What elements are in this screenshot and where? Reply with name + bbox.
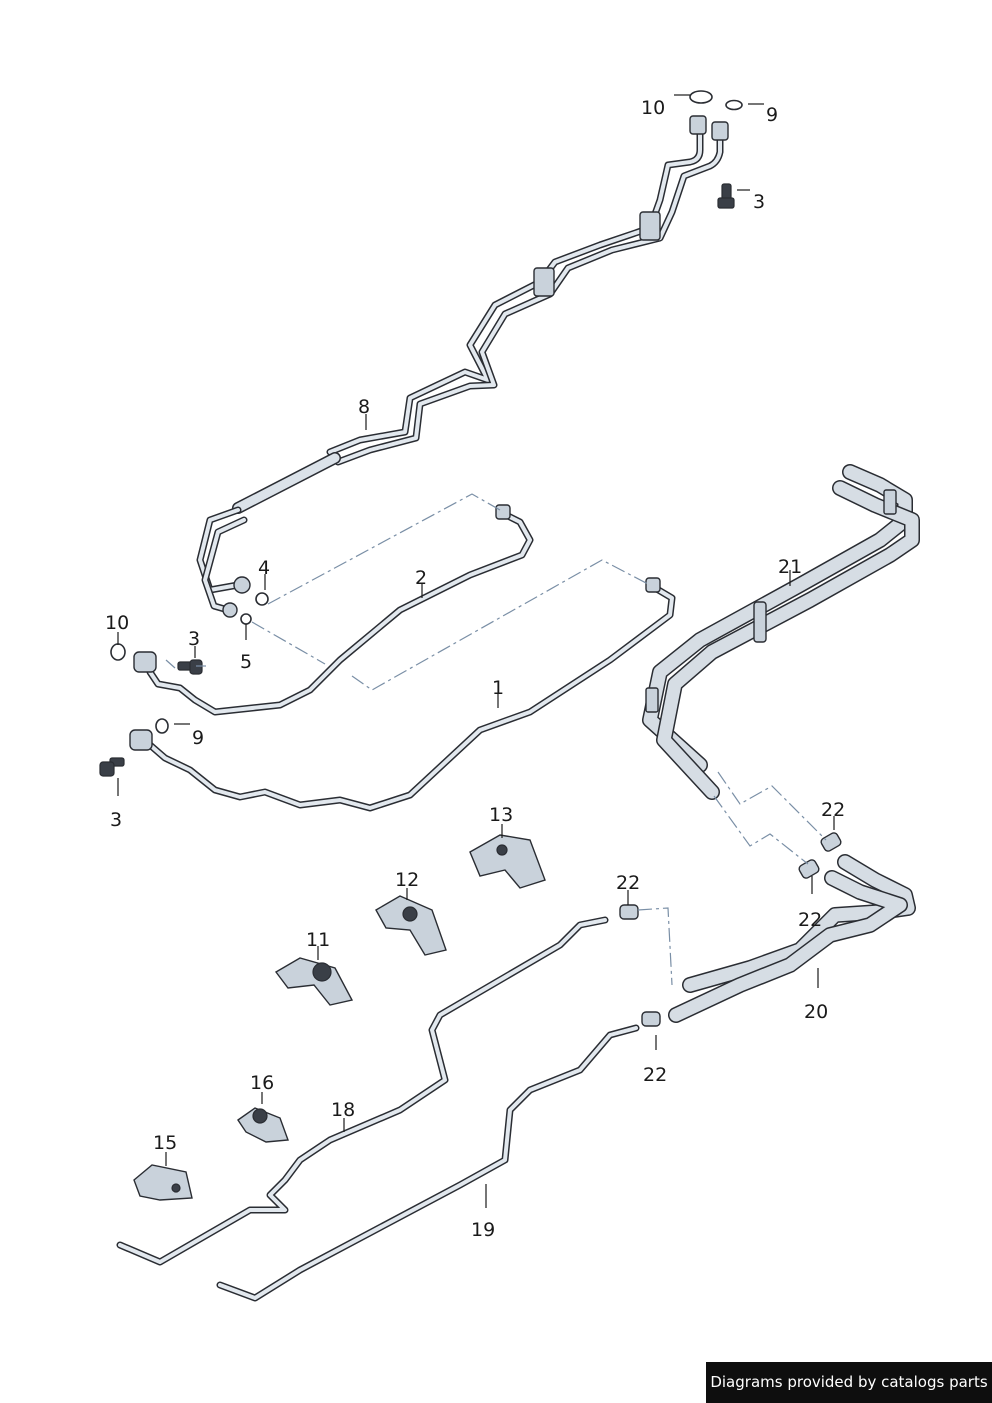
callout-5: 5	[240, 651, 252, 673]
bracket-16	[237, 1107, 289, 1143]
hose-assembly-20	[668, 854, 916, 1023]
leader-lines	[117, 94, 835, 1208]
callout-22: 22	[798, 909, 822, 931]
callout-3: 3	[753, 191, 765, 213]
callout-12: 12	[395, 869, 419, 891]
clamps-22	[619, 832, 842, 1027]
callout-10: 10	[641, 97, 665, 119]
pipe-1	[99, 577, 676, 812]
callout-3: 3	[110, 809, 122, 831]
pipe-19	[216, 1024, 640, 1302]
callout-2: 2	[415, 567, 427, 589]
callout-numbers: 10 9 3 8 4 2 10 3 5 1 9 3 21 22 22 20 22…	[105, 97, 845, 1241]
callout-20: 20	[804, 1001, 828, 1023]
bracket-15	[133, 1164, 193, 1201]
callout-22: 22	[821, 799, 845, 821]
callout-15: 15	[153, 1132, 177, 1154]
pipe-2	[110, 504, 534, 716]
callout-3: 3	[188, 628, 200, 650]
bracket-11	[274, 957, 354, 1006]
bracket-12	[375, 895, 447, 956]
callout-1: 1	[492, 677, 504, 699]
callout-22: 22	[643, 1064, 667, 1086]
callout-8: 8	[358, 396, 370, 418]
pipe-18	[116, 916, 609, 1266]
callout-11: 11	[306, 929, 330, 951]
callout-9: 9	[192, 727, 204, 749]
callout-16: 16	[250, 1072, 274, 1094]
callout-21: 21	[778, 556, 802, 578]
hose-assembly-21	[642, 464, 920, 800]
pipe-assembly-8	[196, 90, 743, 625]
callout-10: 10	[105, 612, 129, 634]
callout-4: 4	[258, 557, 270, 579]
callout-18: 18	[331, 1099, 355, 1121]
callout-19: 19	[471, 1219, 495, 1241]
reference-lines	[165, 493, 827, 986]
callout-13: 13	[489, 804, 513, 826]
bracket-13	[469, 834, 546, 889]
footer-credit: Diagrams provided by catalogs parts	[706, 1362, 992, 1403]
callout-22: 22	[616, 872, 640, 894]
callout-9: 9	[766, 104, 778, 126]
